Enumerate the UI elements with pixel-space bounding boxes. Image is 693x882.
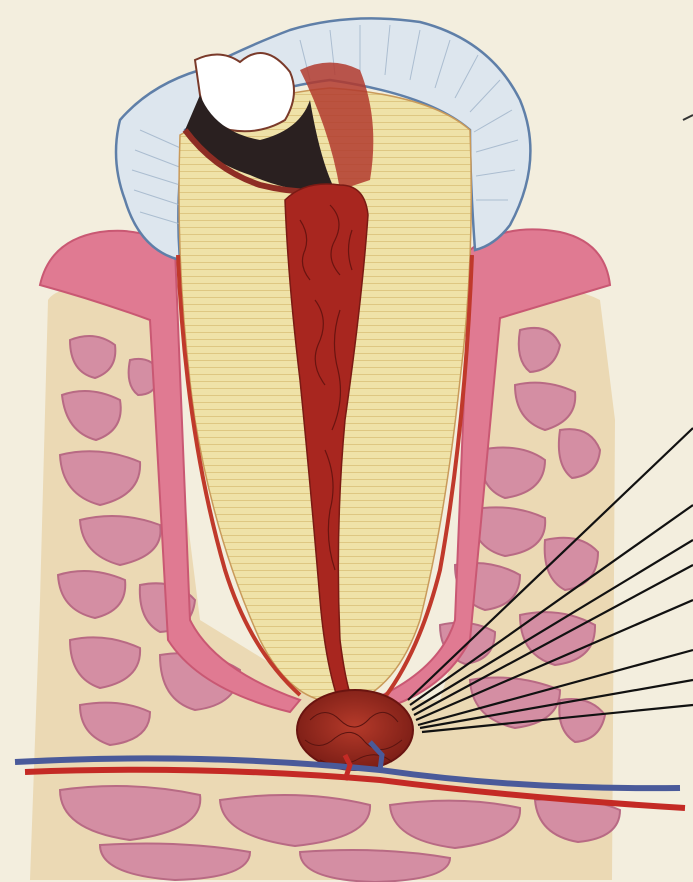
periapical-lesion	[297, 690, 413, 770]
